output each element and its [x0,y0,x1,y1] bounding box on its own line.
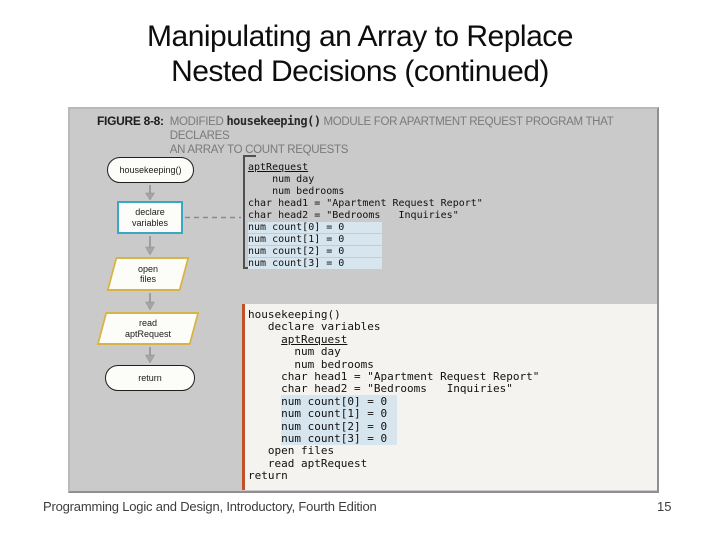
flowchart-return-label: return [138,372,162,383]
pseudocode-box: housekeeping() declare variables aptRequ… [242,304,657,490]
flowchart-read-label: read aptRequest [124,318,172,339]
flowchart-start-label: housekeeping() [119,164,182,175]
page-title: Manipulating an Array to Replace Nested … [0,19,720,89]
title-line-2: Nested Decisions (continued) [171,55,549,88]
page-number: 15 [657,499,672,514]
flowchart-open-label: open files [137,263,159,285]
figure-caption-text: MODIFIED housekeeping() MODULE FOR APART… [170,114,637,157]
figure-caption: FIGURE 8-8: MODIFIED housekeeping() MODU… [97,114,637,157]
flow-arrow [145,347,155,364]
caption-code-token: housekeeping() [226,114,321,128]
flowchart-declare-process [117,201,183,234]
flow-arrow [145,185,155,201]
flow-arrow [145,293,155,311]
figure-panel: FIGURE 8-8: MODIFIED housekeeping() MODU… [68,107,659,493]
flowchart-return-terminator [105,365,195,391]
figure-caption-line2: AN ARRAY TO COUNT REQUESTS [169,144,349,156]
footer-text: Programming Logic and Design, Introducto… [43,499,377,514]
flowchart-start-terminator [107,157,194,183]
flow-arrow [145,236,155,256]
title-line-1: Manipulating an Array to Replace [147,20,573,53]
figure-label: FIGURE 8-8: [97,114,164,128]
flowchart-declare-label: declare variables [131,207,169,228]
